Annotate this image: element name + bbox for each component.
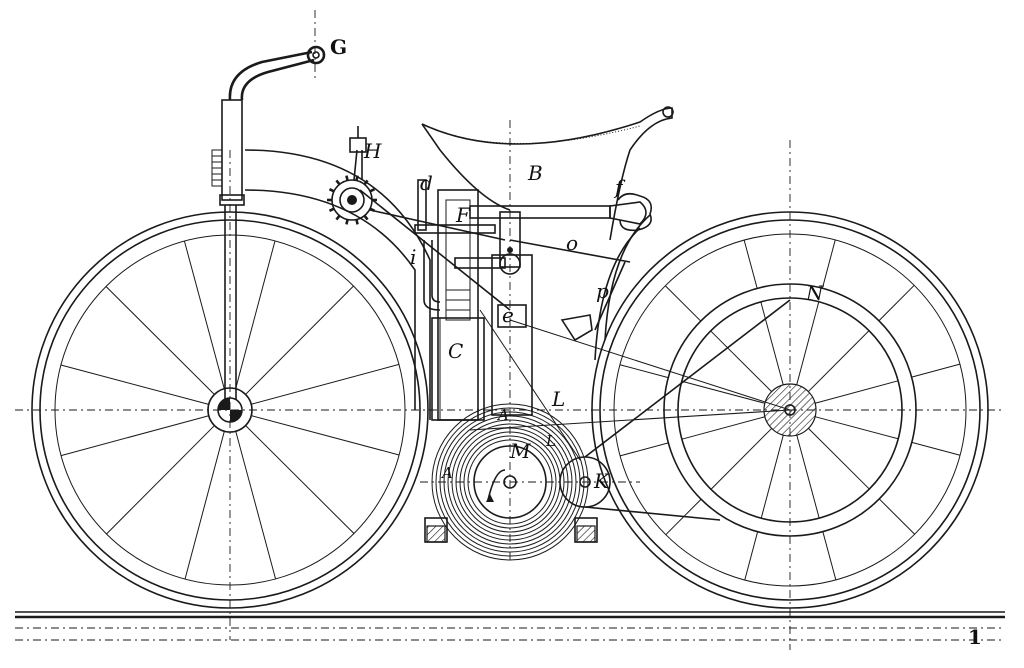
engine [417,179,533,421]
gear-tooth [335,179,341,186]
spoke [760,434,784,519]
ground [15,611,1005,641]
spoke [619,442,669,457]
gear-tooth [355,175,359,181]
spoke [106,425,215,535]
spoke [183,240,225,389]
spoke [251,363,400,405]
spoke [808,427,870,490]
label-p: p [596,279,609,303]
spoke [744,531,759,581]
label-h: H [363,139,382,163]
spoke [743,239,758,289]
spoke [710,428,773,490]
gear-tooth [363,179,369,186]
label-b: B [527,161,543,185]
spoke [245,425,355,534]
gear-tooth [363,214,369,221]
label-m: M [509,439,531,463]
center-lines [15,10,1005,650]
spoke [814,416,899,440]
flywheel [424,403,598,561]
spoke [796,434,820,519]
label-g: G [330,35,347,59]
front-fork [211,45,326,400]
spoke [814,380,899,404]
spoke [235,240,276,389]
spoke [821,239,836,289]
spoke [184,431,225,580]
flywheel-ring [463,435,557,529]
spoke [911,363,961,378]
part-labels: G H B d f F o i p e N C L A M L A K 1 [330,35,982,649]
gear-tooth [335,214,341,221]
spoke [664,285,702,322]
rear-wheel [591,211,989,609]
spoke [105,286,215,395]
gear-tooth [328,207,335,213]
label-e: e [502,303,514,327]
label-o: o [566,231,578,255]
flywheel-ring [431,403,589,561]
spoke [760,301,784,386]
label-i: i [410,245,416,269]
spoke [822,531,837,581]
gear-tooth [328,187,335,193]
label-f: F [455,203,471,227]
label-a: A [440,464,453,482]
spoke [807,330,870,392]
spoke [619,364,669,379]
flywheel-ring [451,423,569,541]
spoke [245,285,354,395]
label-k: K [593,469,610,493]
spoke [60,364,209,405]
gear-tooth [369,187,376,193]
label-one: 1 [968,625,982,649]
gear-tooth [345,219,349,225]
flywheel-ring [435,407,585,557]
label-a-top: A [496,406,509,424]
spoke [235,431,277,580]
gear-tooth [355,219,359,225]
rod-f [414,192,653,234]
flywheel-ring [447,419,573,545]
spoke [681,416,766,440]
label-lower-l: L [545,432,556,450]
spoke [60,415,209,457]
saddle [421,106,674,241]
spoke [878,498,916,535]
flywheel-ring [443,415,577,549]
label-c: C [448,339,463,363]
spoke [251,415,400,456]
label-d: d [420,171,433,195]
frame [244,149,651,420]
front-wheel [31,211,429,609]
spoke [911,441,961,456]
gear-tooth [345,175,349,181]
spoke [878,284,915,322]
spoke [710,330,772,393]
spoke [796,301,820,386]
spoke [681,380,766,404]
label-l: L [551,387,565,411]
flywheel-ring [467,439,553,525]
belts [359,189,791,521]
label-n: N [805,281,825,305]
